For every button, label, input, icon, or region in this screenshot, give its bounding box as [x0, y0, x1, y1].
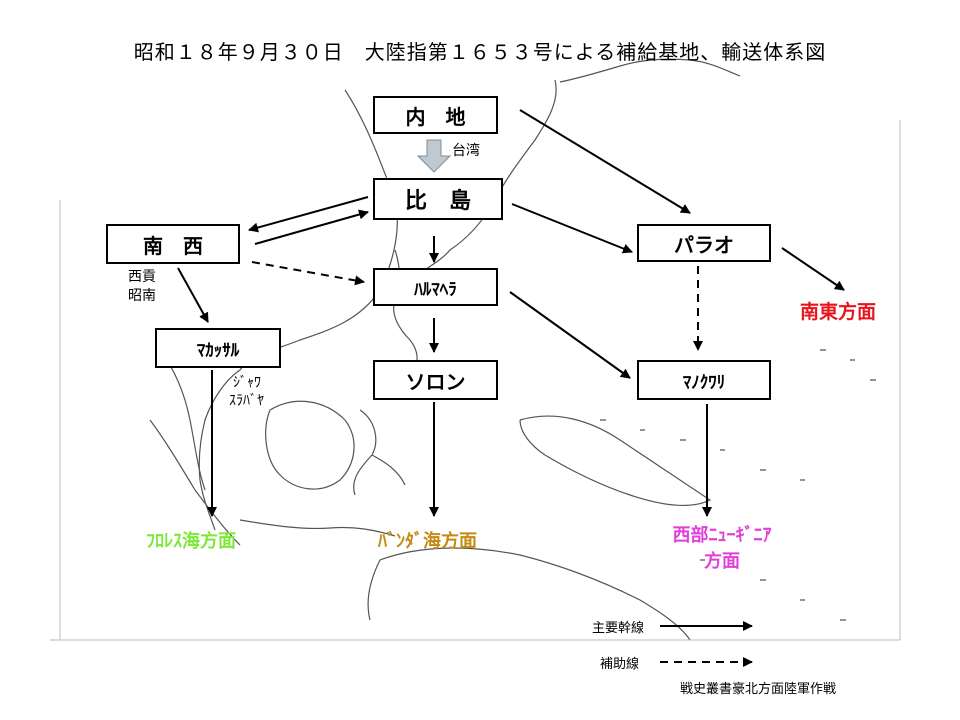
arrow-nansei-makassar [177, 267, 209, 323]
dashed-nansei-halmahera [251, 261, 365, 286]
map-australia [367, 547, 691, 641]
map-borneo [265, 400, 355, 490]
arrow-palau-nantou [781, 247, 845, 291]
source-citation: 戦史叢書豪北方面陸軍作戦 [680, 682, 837, 697]
arrow-naichi-hito [416, 139, 452, 173]
map-kuril [559, 58, 741, 83]
dest-nantou: 南東方面 [800, 301, 877, 323]
dest-newguinea-line1: 西部ﾆｭｰｷﾞﾆｱ [672, 525, 772, 546]
arrow-hito-nansei [248, 196, 369, 233]
map-celebes [353, 409, 406, 496]
arrow-hito-palau [511, 203, 633, 254]
node-manokwari-label: ﾏﾉｸﾜﾘ [682, 372, 726, 393]
node-makassar: ﾏｶｯｻﾙ [155, 328, 281, 368]
label-java: ｼﾞｬﾜ [233, 375, 261, 391]
map-malay [159, 349, 206, 491]
map-newguinea [519, 415, 712, 507]
node-sorong-label: ソロン [405, 369, 466, 394]
dest-flores: ﾌﾛﾚｽ海方面 [146, 531, 236, 552]
node-halmahera-label: ﾊﾙﾏﾍﾗ [414, 279, 457, 300]
arrow-nansei-hito [254, 209, 369, 245]
node-hito: 比 島 [373, 178, 503, 220]
map-sumatra [149, 419, 241, 546]
node-palau: パラオ [637, 224, 771, 262]
map-java [239, 519, 396, 537]
label-shonan: 昭南 [128, 288, 156, 304]
map-indochina [198, 369, 241, 531]
node-nansei-label: 南 西 [143, 233, 203, 258]
arrow-naichi-palau [519, 109, 691, 214]
node-naichi: 内 地 [373, 96, 498, 134]
node-manokwari: ﾏﾉｸﾜﾘ [637, 360, 771, 400]
arrow-halmahera-manokwari [509, 291, 631, 379]
page-title: 昭和１８年９月３０日 大陸指第１６５３号による補給基地、輸送体系図 [133, 40, 827, 64]
map-islands [600, 349, 876, 621]
label-saigon: 西貢 [128, 269, 156, 285]
node-palau-label: パラオ [674, 232, 734, 257]
legend-aux-label: 補助線 [600, 657, 640, 672]
label-surabaya: ｽﾗﾊﾞﾔ [229, 393, 264, 409]
node-nansei: 南 西 [106, 224, 240, 264]
node-naichi-label: 内 地 [405, 104, 466, 129]
node-halmahera: ﾊﾙﾏﾍﾗ [373, 268, 498, 306]
label-taiwan: 台湾 [452, 143, 480, 159]
node-hito-label: 比 島 [404, 189, 471, 214]
dest-newguinea-line2: 方面 [704, 551, 740, 572]
node-sorong: ソロン [373, 360, 498, 400]
node-makassar-label: ﾏｶｯｻﾙ [196, 340, 240, 361]
legend-main-label: 主要幹線 [592, 621, 645, 636]
dest-banda: ﾊﾞﾝﾀﾞ海方面 [378, 531, 477, 552]
